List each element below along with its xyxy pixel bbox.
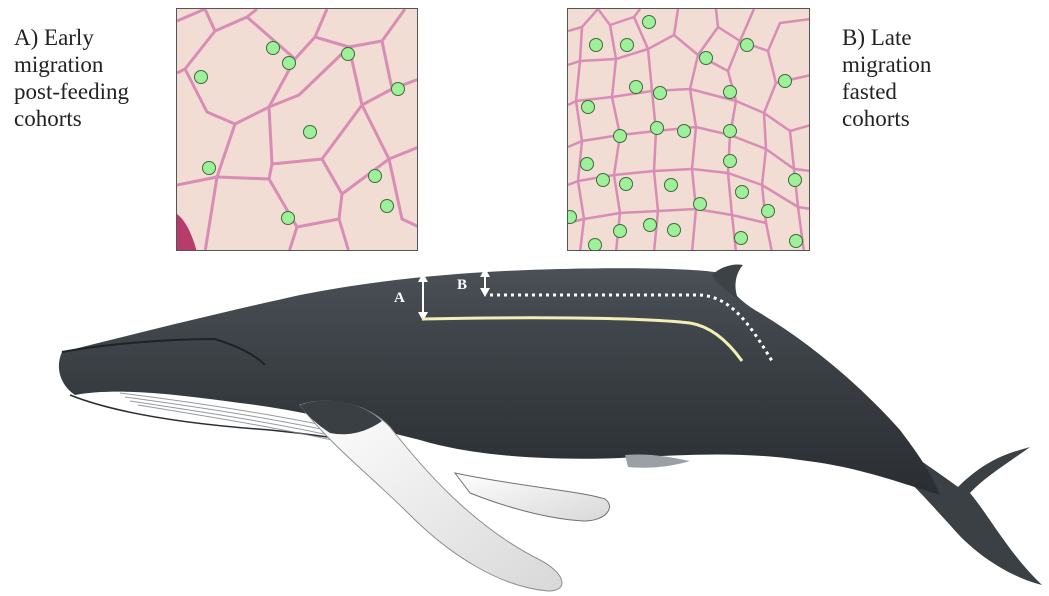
cell-marker	[614, 130, 627, 143]
cell-marker	[282, 212, 295, 225]
cell-marker	[643, 16, 656, 29]
marker-a-label: A	[394, 290, 405, 306]
cell-marker	[735, 232, 748, 245]
early-migration-label-line-4: cohorts	[14, 105, 129, 132]
cell-marker	[724, 125, 737, 138]
late-migration-histology-panel	[567, 8, 810, 251]
cell-marker	[779, 75, 792, 88]
cell-marker	[614, 225, 627, 238]
cell-marker	[590, 39, 603, 52]
large-adipocyte-micrograph	[177, 9, 418, 251]
cell-marker	[392, 83, 405, 96]
early-migration-label-line-2: migration	[14, 51, 129, 78]
cell-marker	[654, 87, 667, 100]
cell-marker	[651, 122, 664, 135]
late-migration-label-line-3: fasted	[842, 78, 931, 105]
late-migration-label-line-1: B) Late	[842, 24, 931, 51]
cell-marker	[267, 42, 280, 55]
cell-marker	[568, 211, 577, 224]
cell-marker	[724, 86, 737, 99]
early-migration-label-line-1: A) Early	[14, 24, 129, 51]
far-pectoral-fin	[455, 473, 609, 521]
marker-b-label: B	[457, 277, 467, 293]
cell-marker	[369, 170, 382, 183]
late-migration-label-line-2: migration	[842, 51, 931, 78]
cell-marker	[736, 186, 749, 199]
cell-marker	[589, 239, 602, 252]
cell-marker	[694, 198, 707, 211]
early-migration-label-line-3: post-feeding	[14, 78, 129, 105]
late-migration-label: B) Late migration fasted cohorts	[842, 24, 931, 132]
cell-marker	[668, 224, 681, 237]
cell-marker	[582, 101, 595, 114]
cell-marker	[283, 57, 296, 70]
cell-marker	[581, 158, 594, 171]
cell-marker	[762, 205, 775, 218]
early-migration-histology-panel	[176, 8, 418, 251]
cell-marker	[630, 81, 643, 94]
cell-marker	[741, 39, 754, 52]
small-adipocyte-micrograph	[568, 9, 810, 251]
cell-marker	[597, 174, 610, 187]
cell-marker	[790, 235, 803, 248]
cell-marker	[678, 125, 691, 138]
late-migration-label-line-4: cohorts	[842, 105, 931, 132]
cell-marker	[700, 52, 713, 65]
cell-marker	[620, 178, 633, 191]
belly-patch	[625, 454, 690, 467]
cell-marker	[665, 179, 678, 192]
cell-marker	[342, 48, 355, 61]
cell-marker	[644, 219, 657, 232]
early-migration-label: A) Early migration post-feeding cohorts	[14, 24, 129, 132]
cell-marker	[304, 126, 317, 139]
cell-marker	[203, 162, 216, 175]
cell-marker	[381, 200, 394, 213]
cell-marker	[724, 155, 737, 168]
cell-marker	[789, 174, 802, 187]
cell-marker	[195, 71, 208, 84]
humpback-whale-illustration: A B	[0, 255, 1049, 596]
cell-marker	[621, 39, 634, 52]
whale-body	[59, 268, 940, 495]
